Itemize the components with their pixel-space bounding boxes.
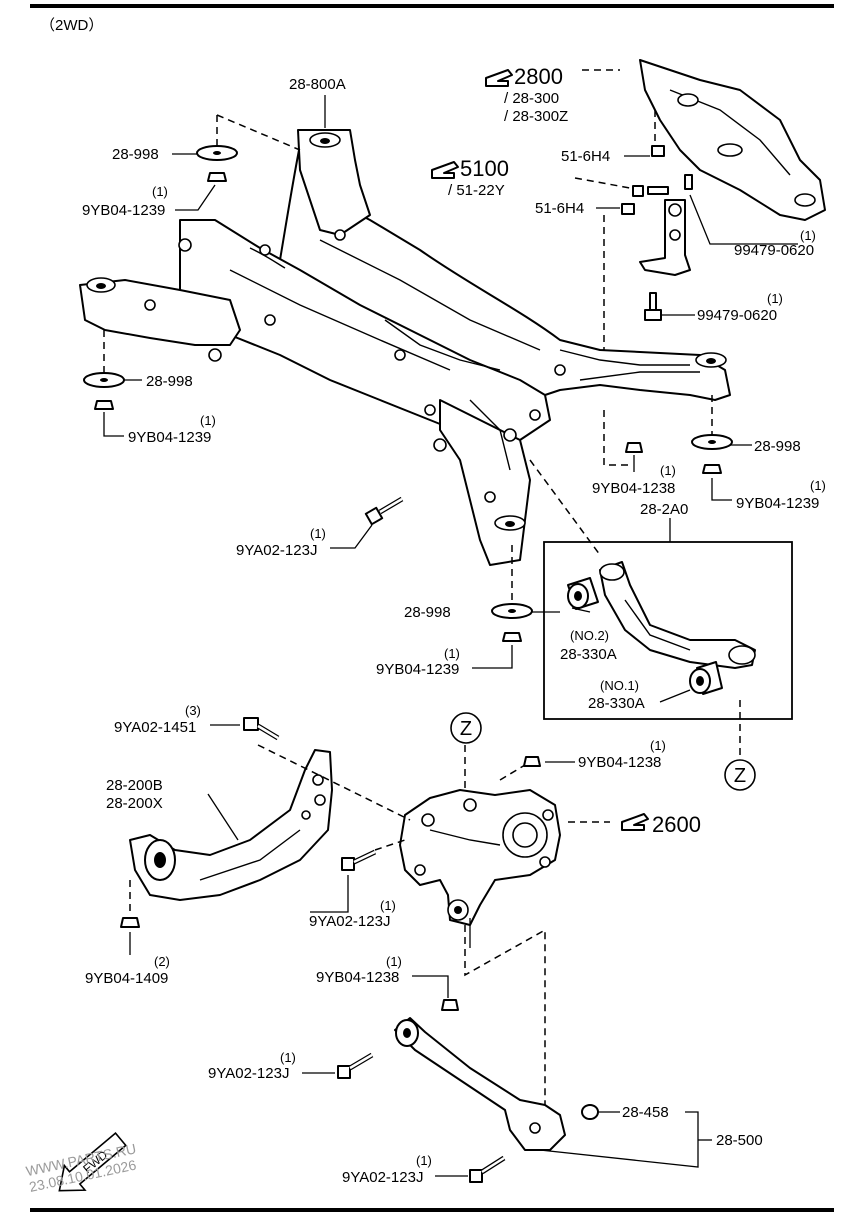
ref-2800-code: 2800: [514, 64, 563, 89]
callout-c15: 28-998: [404, 604, 451, 621]
callout-c16-qty: (1): [444, 646, 460, 661]
callout-c16: 9YB04-1239: [376, 661, 459, 678]
callout-c18-qty: (NO.1): [600, 678, 639, 693]
inset-box-28-2A0: [543, 541, 793, 720]
callout-c12-qty: (1): [810, 478, 826, 493]
nuts-51-6H4[interactable]: [621, 145, 665, 215]
callout-c9-qty: (1): [200, 413, 216, 428]
ref-2800-icon: [485, 69, 513, 87]
washer-28-998-top[interactable]: [196, 145, 238, 182]
callout-c27: 28-458: [622, 1104, 669, 1121]
ref-2800-sub2: / 28-300Z: [504, 108, 568, 125]
callout-c12: 9YB04-1239: [736, 495, 819, 512]
svg-text:Z: Z: [460, 718, 472, 740]
callout-c4: 51-6H4: [561, 148, 610, 165]
ref-2600-code: 2600: [652, 812, 701, 837]
callout-c17-qty: (NO.2): [570, 628, 609, 643]
ref-labels[interactable]: 2800 / 28-300 / 28-300Z 5100 / 51-22Y 26…: [448, 64, 701, 837]
ref-arrow-icons: [431, 69, 649, 831]
callout-c23: 9YA02-123J: [309, 913, 390, 930]
callout-c24-qty: (2): [154, 954, 170, 969]
callout-c22: 28-200X: [106, 795, 163, 812]
ref-5100-code: 5100: [460, 156, 509, 181]
callout-c23-qty: (1): [380, 898, 396, 913]
callout-c11: 9YB04-1238: [592, 480, 675, 497]
callout-c6-qty: (1): [800, 228, 816, 243]
callout-c17: 28-330A: [560, 646, 617, 663]
callout-c28: 28-500: [716, 1132, 763, 1149]
bolt-9YA02-123J-knuckle[interactable]: [341, 849, 377, 871]
stabilizer-link[interactable]: [639, 174, 693, 276]
bolt-9YA02-123J-crossmember[interactable]: [364, 496, 404, 526]
ref-5100-sub1: / 51-22Y: [448, 182, 505, 199]
bushing-28-330A-no2[interactable]: [567, 577, 599, 610]
nut-9YB04-1238-upper[interactable]: [625, 442, 643, 453]
callout-c13-qty: (1): [310, 526, 326, 541]
callout-c20: 9YB04-1238: [578, 754, 661, 771]
callout-c5: 51-6H4: [535, 200, 584, 217]
callout-c26-qty: (1): [280, 1050, 296, 1065]
callout-c25: 9YB04-1238: [316, 969, 399, 986]
washer-28-998-right[interactable]: [691, 434, 733, 474]
rear-crossmember[interactable]: [79, 129, 731, 566]
callout-c1: 28-800A: [289, 76, 346, 93]
ref-5100-icon: [431, 161, 459, 179]
top-rule: [30, 4, 834, 8]
ref-2800-sub1: / 28-300: [504, 90, 559, 107]
bottom-rule: [30, 1208, 834, 1212]
lower-arm-28-2A0[interactable]: [599, 561, 756, 669]
z-marker-1: Z: [450, 712, 482, 744]
bushing-28-330A-no1[interactable]: [689, 661, 723, 695]
callout-c24: 9YB04-1409: [85, 970, 168, 987]
trailing-arm-28-200B[interactable]: [129, 749, 333, 901]
diagram-title: （2WD）: [40, 17, 103, 34]
callout-c13: 9YA02-123J: [236, 542, 317, 559]
fwd-arrow: FWD: [58, 1132, 127, 1192]
z-marker-2: Z: [724, 759, 756, 791]
nut-9YB04-1238-lower[interactable]: [441, 999, 459, 1011]
callout-c29-qty: (1): [416, 1153, 432, 1168]
callout-c25-qty: (1): [386, 954, 402, 969]
leader-lines: [103, 95, 798, 1177]
upper-control-arm[interactable]: [639, 59, 826, 221]
nut-9YB04-1409[interactable]: [120, 917, 140, 928]
callout-c21: 28-200B: [106, 777, 163, 794]
washer-28-998-bottom[interactable]: [491, 603, 533, 642]
callout-c14: 28-2A0: [640, 501, 688, 518]
callout-c7: 99479-0620: [697, 307, 777, 324]
callout-c7-qty: (1): [767, 291, 783, 306]
callout-c8: 28-998: [146, 373, 193, 390]
washer-28-998-left[interactable]: [83, 372, 125, 410]
lower-link-28-500[interactable]: [394, 1017, 566, 1151]
callout-c18: 28-330A: [588, 695, 645, 712]
callout-c9: 9YB04-1239: [128, 429, 211, 446]
callout-labels[interactable]: 28-800A 28-998 (1) 9YB04-1239 51-6H4 51-…: [82, 76, 826, 1186]
callout-c19-qty: (3): [185, 703, 201, 718]
callout-c3-qty: (1): [152, 184, 168, 199]
ref-2600-icon: [621, 813, 649, 831]
callout-c26: 9YA02-123J: [208, 1065, 289, 1082]
callout-c6: 99479-0620: [734, 242, 814, 259]
bolt-9YA02-1451[interactable]: [243, 717, 280, 741]
bolt-9YA02-123J-link-2[interactable]: [469, 1155, 506, 1183]
assembly-lines: [103, 69, 741, 1105]
nut-28-458[interactable]: [581, 1104, 599, 1120]
callout-c11-qty: (1): [660, 463, 676, 478]
svg-text:Z: Z: [734, 765, 746, 787]
callout-c20-qty: (1): [650, 738, 666, 753]
callout-c3: 9YB04-1239: [82, 202, 165, 219]
callout-c19: 9YA02-1451: [114, 719, 196, 736]
callout-c10: 28-998: [754, 438, 801, 455]
callout-c29: 9YA02-123J: [342, 1169, 423, 1186]
callout-c2: 28-998: [112, 146, 159, 163]
bolt-9YA02-123J-link[interactable]: [337, 1052, 374, 1079]
bolt-99479-0620[interactable]: [644, 292, 662, 321]
rear-knuckle[interactable]: [399, 789, 561, 926]
nut-9YB04-1238-knuckle[interactable]: [523, 756, 541, 767]
